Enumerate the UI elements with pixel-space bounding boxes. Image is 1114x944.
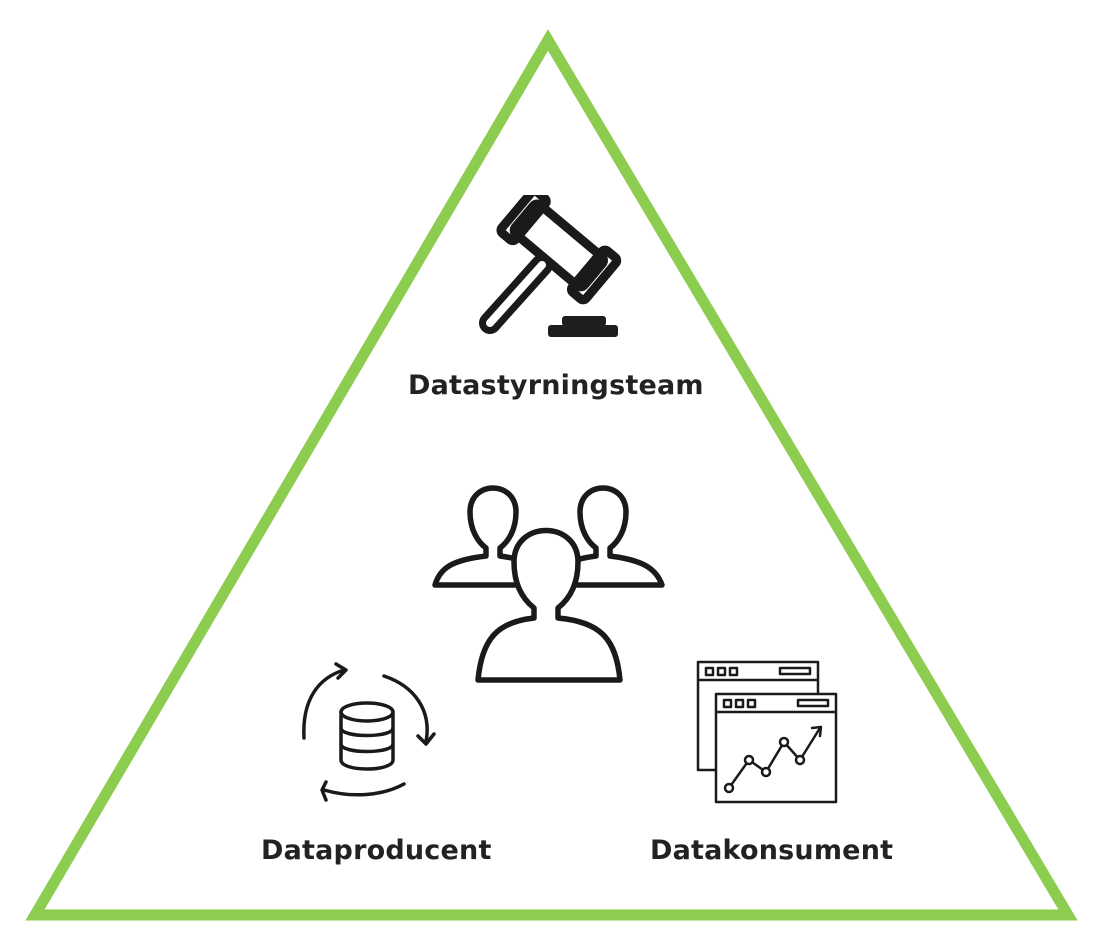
governance-team-label: Datastyrningsteam (408, 370, 704, 401)
data-producer-label: Dataproducent (261, 835, 492, 866)
database-sync-icon (302, 662, 436, 802)
data-consumer-label: Datakonsument (650, 835, 894, 866)
people-group-icon (432, 485, 665, 683)
dashboard-chart-icon (696, 660, 838, 804)
gavel-icon (479, 195, 622, 337)
